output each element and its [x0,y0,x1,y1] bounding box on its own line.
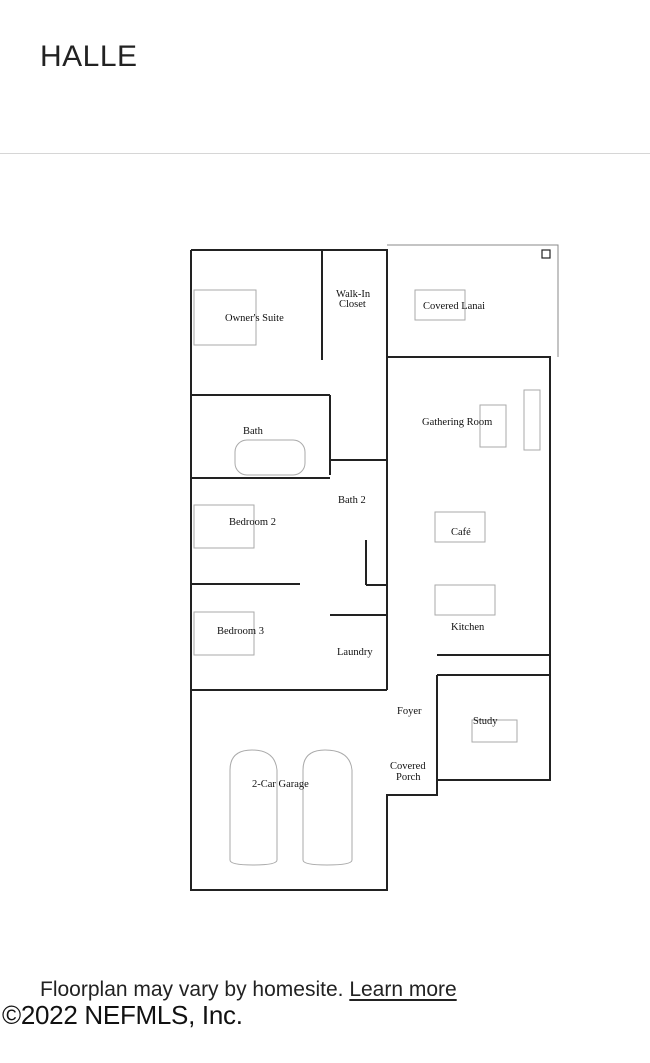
room-label-owners-suite: Owner's Suite [225,313,284,324]
room-label-bath-2: Bath 2 [338,495,366,506]
room-label-closet: Closet [339,299,366,310]
room-label-laundry: Laundry [337,647,373,658]
room-label-bedroom-3: Bedroom 3 [217,626,264,637]
learn-more-link[interactable]: Learn more [349,978,457,1001]
room-label-covered-porch: Covered [390,761,426,772]
disclaimer-text: Floorplan may vary by homesite. [40,978,344,1001]
room-label-gathering-room: Gathering Room [422,417,492,428]
page-title: HALLE [40,40,138,73]
room-label-kitchen: Kitchen [451,622,485,633]
copyright-watermark: ©2022 NEFMLS, Inc. [2,1000,243,1030]
room-label-bedroom-2: Bedroom 2 [229,517,276,528]
room-label-walk-in-closet: Walk-In [336,289,371,300]
room-label-bath: Bath [243,426,264,437]
room-label-garage: 2-Car Garage [252,779,309,790]
room-label-foyer: Foyer [397,706,422,717]
header-divider [0,153,650,154]
room-label-porch: Porch [396,772,421,783]
floorplan-disclaimer: Floorplan may vary by homesite. Learn mo… [40,978,457,1002]
room-label-covered-lanai: Covered Lanai [423,301,485,312]
room-label-study: Study [473,716,498,727]
room-label-cafe: Café [451,527,471,538]
